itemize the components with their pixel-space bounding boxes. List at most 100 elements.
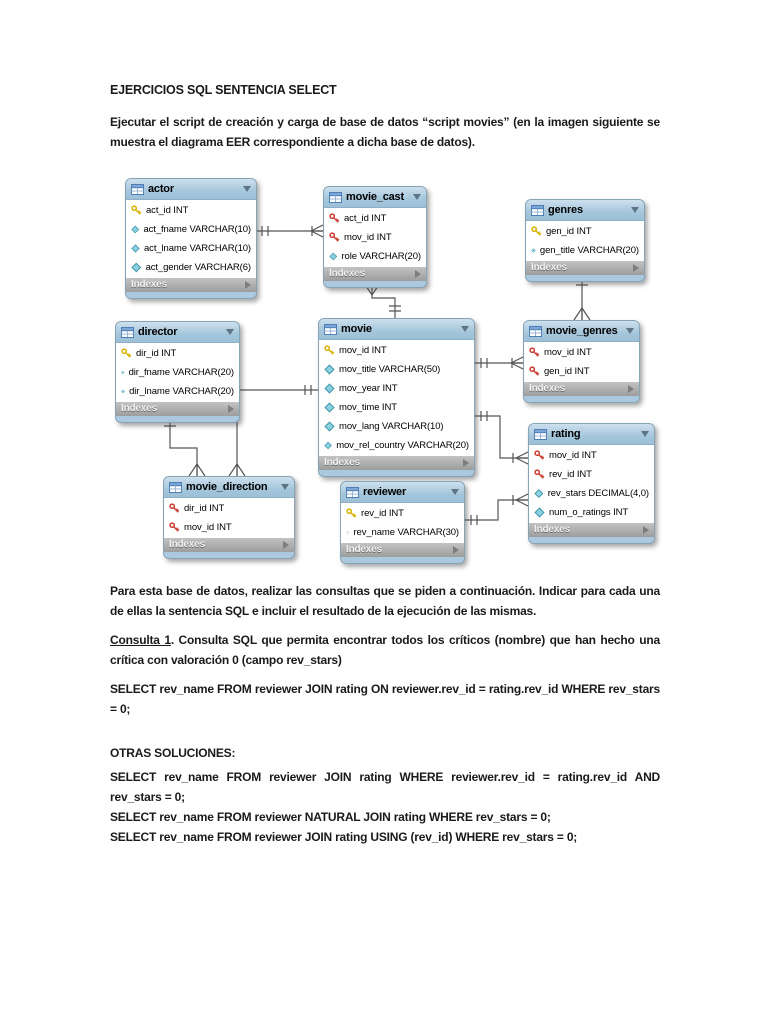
indexes-label: Indexes (529, 383, 565, 394)
column-row: mov_time INT (319, 398, 474, 417)
table-icon (329, 191, 342, 203)
column-label: mov_title VARCHAR(50) (339, 363, 441, 375)
foreign-key-icon (169, 503, 180, 513)
column-label: mov_rel_country VARCHAR(20) (336, 439, 469, 451)
bottom-strip (164, 552, 294, 558)
column-attribute-icon (324, 402, 335, 413)
column-label: mov_lang VARCHAR(10) (339, 420, 444, 432)
bottom-strip (324, 281, 426, 287)
expand-arrow-icon (628, 385, 634, 393)
column-label: mov_id INT (184, 521, 232, 533)
bottom-strip (529, 537, 654, 543)
column-label: act_id INT (344, 212, 387, 224)
column-label: rev_stars DECIMAL(4,0) (547, 487, 649, 499)
column-list: act_id INT act_fname VARCHAR(10) act_lna… (126, 200, 256, 278)
column-attribute-icon (324, 383, 335, 394)
column-row: mov_lang VARCHAR(10) (319, 417, 474, 436)
bottom-strip (526, 275, 644, 281)
indexes-label: Indexes (169, 539, 205, 550)
column-label: mov_time INT (339, 401, 397, 413)
column-row: mov_id INT (529, 446, 654, 465)
collapse-arrow-icon (226, 329, 234, 335)
indexes-footer: Indexes (526, 261, 644, 275)
column-attribute-icon (531, 248, 536, 253)
indexes-label: Indexes (324, 457, 360, 468)
column-row: rev_stars DECIMAL(4,0) (529, 484, 654, 503)
table-title-label: movie_direction (186, 481, 268, 493)
column-attribute-icon (534, 507, 545, 518)
column-label: gen_title VARCHAR(20) (539, 244, 639, 256)
table-header: genres (526, 200, 644, 221)
db-table-movie_genres: movie_genres mov_id INT gen_id INT Index… (523, 320, 640, 403)
db-table-movie: movie mov_id INT mov_title VARCHAR(50) m… (318, 318, 475, 477)
consulta1-label: Consulta 1 (110, 633, 171, 647)
table-icon (534, 428, 547, 440)
collapse-arrow-icon (631, 207, 639, 213)
indexes-label: Indexes (329, 268, 365, 279)
table-title-label: rating (551, 428, 581, 440)
table-header: director (116, 322, 239, 343)
foreign-key-icon (534, 450, 545, 460)
indexes-footer: Indexes (116, 402, 239, 416)
column-label: act_id INT (146, 204, 189, 216)
column-attribute-icon (121, 370, 125, 375)
indexes-label: Indexes (531, 262, 567, 273)
column-attribute-icon (131, 262, 142, 273)
column-label: dir_id INT (184, 502, 225, 514)
db-table-movie_cast: movie_cast act_id INT mov_id INT role VA… (323, 186, 427, 288)
column-attribute-icon (121, 389, 125, 394)
column-label: act_gender VARCHAR(6) (145, 261, 252, 273)
column-row: mov_id INT (164, 518, 294, 537)
collapse-arrow-icon (281, 484, 289, 490)
table-header: movie (319, 319, 474, 340)
column-label: num_o_ratings INT (549, 506, 629, 518)
relationship-connectors (164, 224, 591, 525)
indexes-label: Indexes (131, 279, 167, 290)
column-row: mov_rel_country VARCHAR(20) (319, 436, 474, 455)
table-title-label: actor (148, 183, 174, 195)
column-label: rev_name VARCHAR(30) (353, 526, 459, 538)
column-list: mov_id INT mov_title VARCHAR(50) mov_yea… (319, 340, 474, 456)
intro-paragraph: Ejecutar el script de creación y carga d… (110, 115, 660, 149)
column-row: mov_id INT (319, 341, 474, 360)
table-icon (529, 325, 542, 337)
foreign-key-icon (329, 232, 340, 242)
eer-diagram: actor act_id INT act_fname VARCHAR(10) a… (110, 168, 660, 564)
foreign-key-icon (329, 213, 340, 223)
column-list: mov_id INT rev_id INT rev_stars DECIMAL(… (529, 445, 654, 523)
column-row: dir_id INT (116, 344, 239, 363)
column-row: mov_id INT (324, 228, 426, 247)
indexes-label: Indexes (346, 544, 382, 555)
sql-main-statement: SELECT rev_name FROM reviewer JOIN ratin… (110, 682, 660, 716)
instructions-paragraph: Para esta base de datos, realizar las co… (110, 584, 660, 618)
column-label: rev_id INT (361, 507, 404, 519)
table-title-label: movie_genres (546, 325, 618, 337)
column-row: dir_lname VARCHAR(20) (116, 382, 239, 401)
sql-alternative-2: SELECT rev_name FROM reviewer NATURAL JO… (110, 810, 551, 824)
bottom-strip (319, 470, 474, 476)
column-attribute-icon (346, 530, 350, 535)
document-content: EJERCICIOS SQL SENTENCIA SELECT Ejecutar… (110, 80, 660, 847)
foreign-key-icon (534, 469, 545, 479)
consulta1-text: . Consulta SQL que permita encontrar tod… (110, 633, 660, 667)
db-table-actor: actor act_id INT act_fname VARCHAR(10) a… (125, 178, 257, 299)
column-row: gen_title VARCHAR(20) (526, 241, 644, 260)
indexes-footer: Indexes (126, 278, 256, 292)
bottom-strip (116, 416, 239, 422)
table-icon (169, 481, 182, 493)
foreign-key-icon (169, 522, 180, 532)
table-header: movie_cast (324, 187, 426, 208)
primary-key-icon (131, 205, 142, 215)
table-header: movie_genres (524, 321, 639, 342)
column-label: mov_id INT (549, 449, 597, 461)
column-row: dir_id INT (164, 499, 294, 518)
column-row: act_fname VARCHAR(10) (126, 220, 256, 239)
column-label: act_fname VARCHAR(10) (143, 223, 251, 235)
column-row: act_lname VARCHAR(10) (126, 239, 256, 258)
column-attribute-icon (329, 252, 338, 261)
column-list: act_id INT mov_id INT role VARCHAR(20) (324, 208, 426, 267)
column-label: gen_id INT (546, 225, 592, 237)
indexes-label: Indexes (121, 403, 157, 414)
collapse-arrow-icon (451, 489, 459, 495)
column-attribute-icon (131, 244, 140, 253)
